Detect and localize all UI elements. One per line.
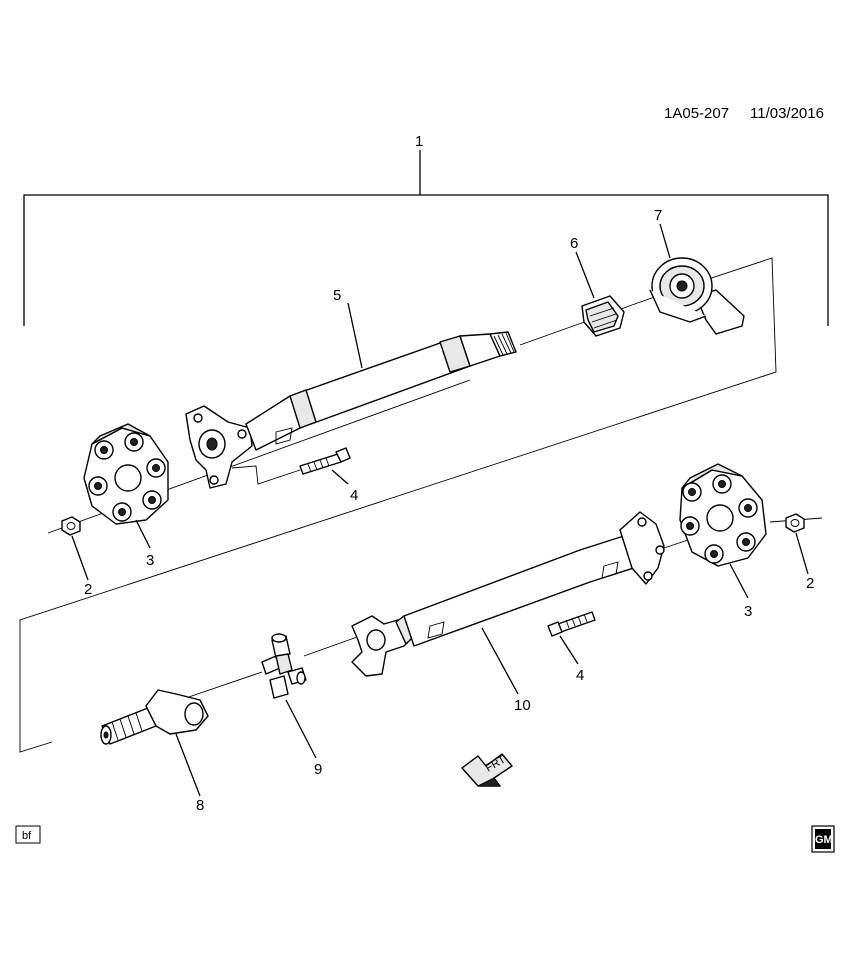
callout-2-left: 2	[84, 581, 92, 598]
rear-propeller-shaft	[351, 511, 665, 695]
callout-1: 1	[415, 133, 423, 150]
flex-coupling-right	[679, 463, 767, 599]
front-propeller-shaft	[185, 302, 517, 489]
assembly-bracket	[23, 150, 829, 326]
flex-coupling-left	[83, 423, 169, 549]
universal-joint	[261, 633, 317, 759]
callout-9: 9	[314, 761, 322, 778]
callout-8: 8	[196, 797, 204, 814]
bf-box: bf	[15, 825, 41, 844]
slip-yoke	[100, 689, 209, 797]
document-date: 11/03/2016	[750, 105, 824, 122]
bolt-upper	[231, 447, 351, 485]
callout-4-upper: 4	[350, 487, 358, 504]
bolt-lower	[547, 611, 596, 665]
gm-logo-icon: GM	[811, 825, 835, 853]
front-direction-arrow-icon: FRT	[461, 753, 513, 787]
callout-10: 10	[514, 697, 531, 714]
nut-upper-left	[61, 516, 89, 581]
callout-4-lower: 4	[576, 667, 584, 684]
nut-right	[785, 513, 809, 575]
callout-3-right: 3	[744, 603, 752, 620]
callout-7: 7	[654, 207, 662, 224]
document-id: 1A05-207	[664, 105, 729, 122]
gm-logo-text: GM	[815, 834, 833, 846]
bf-label: bf	[22, 830, 32, 842]
callout-5: 5	[333, 287, 341, 304]
callout-3-left: 3	[146, 552, 154, 569]
callout-2-right: 2	[806, 575, 814, 592]
bearing-insulator	[575, 251, 625, 337]
callout-6: 6	[570, 235, 578, 252]
center-support-bearing	[649, 223, 745, 335]
